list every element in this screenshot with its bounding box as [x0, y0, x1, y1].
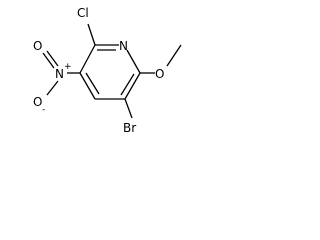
bond-c3-c2 [79, 44, 96, 74]
double-bond-c4-c3 [85, 72, 100, 95]
bond-c4-c3 [79, 72, 96, 100]
structure-canvas: Cl N N + O O - O Br [0, 0, 215, 155]
bond-c2-cl [87, 23, 96, 46]
bond-c5-br [124, 98, 133, 119]
bond-nitro-n-o-top-double [42, 52, 55, 69]
nitro-nitrogen-label: N [55, 67, 64, 81]
molecule-diagram: Cl N N + O O - O Br [33, 6, 182, 135]
ring-nitrogen-label: N [119, 39, 128, 53]
double-bond-c6-c5 [120, 73, 135, 96]
bond-methoxy-o-methyl [166, 44, 182, 67]
methoxy-oxygen-label: O [155, 67, 164, 81]
bromine-label: Br [123, 121, 136, 135]
bond-nitro-n-o-bottom [46, 80, 59, 96]
nitro-oxygen-bottom-label: O [33, 95, 42, 109]
nitro-nitrogen-charge: + [64, 62, 72, 72]
bond-c6-c5 [124, 72, 141, 100]
nitro-oxygen-bottom-charge: - [42, 105, 45, 115]
chlorine-label: Cl [77, 6, 89, 20]
bond-n1-c6 [126, 49, 141, 74]
bond-nitro-n-o-top [46, 50, 59, 67]
nitro-oxygen-top-label: O [33, 39, 42, 53]
